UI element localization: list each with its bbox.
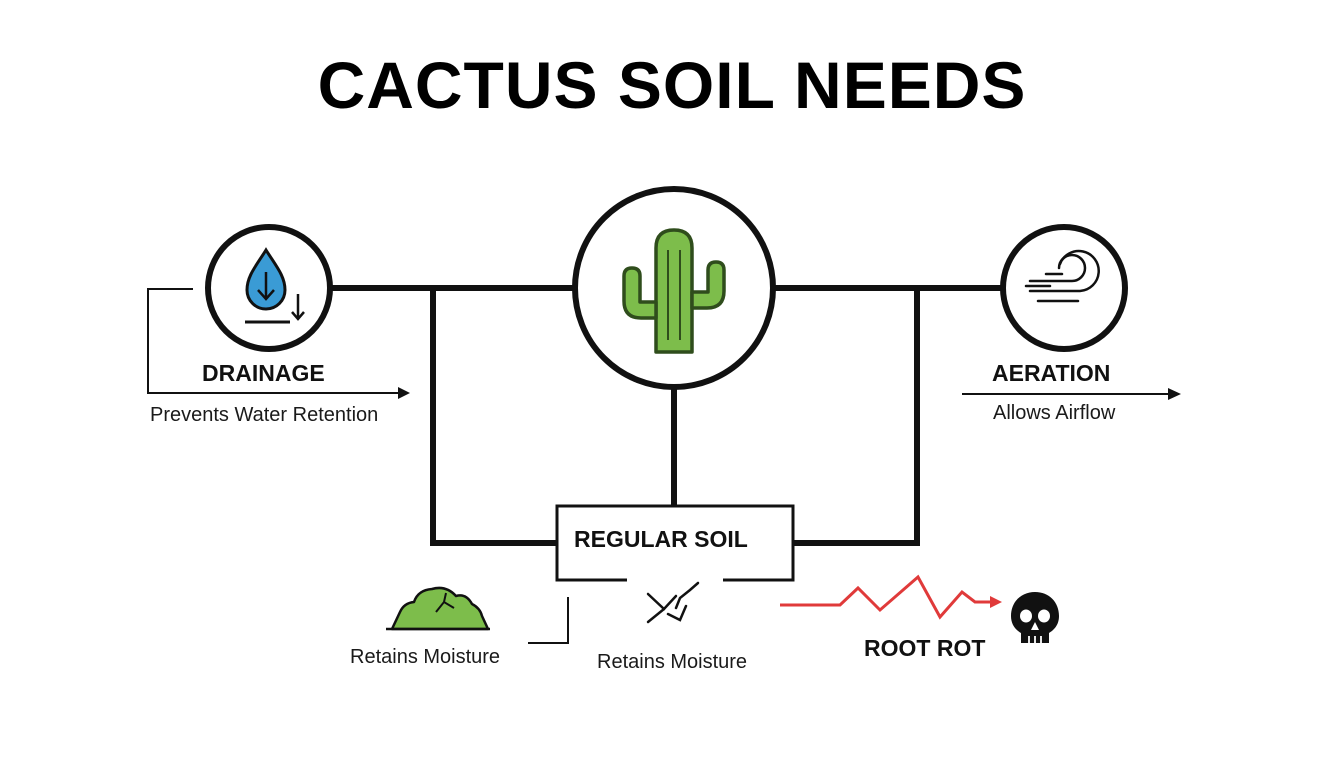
soil-box-outline: [555, 504, 795, 582]
aeration-node: [1000, 224, 1128, 352]
aeration-circle: [1000, 224, 1128, 352]
root-rot-line: [780, 574, 1002, 620]
drainage-arrowhead: [398, 387, 410, 399]
wind-icon: [1024, 249, 1100, 303]
connector-lines: [330, 285, 1004, 546]
moisture-left-label: Retains Moisture: [350, 646, 501, 668]
drainage-label: DRAINAGE: [202, 360, 325, 386]
connector-right-branch: [793, 288, 920, 546]
drainage-arrow: [147, 288, 398, 394]
aeration-arrowhead: [1168, 388, 1181, 400]
aeration-description: Allows Airflow: [993, 402, 1116, 424]
thin-arrows: [147, 288, 1181, 644]
skull-icon: [1011, 592, 1059, 643]
regular-soil-label: REGULAR SOIL: [574, 526, 748, 552]
moisture-center-label: Retains Moisture: [597, 651, 748, 673]
root-rot-label: ROOT ROT: [864, 635, 986, 661]
root-rot-arrowhead: [990, 596, 1002, 608]
moisture-bracket: [528, 597, 569, 644]
drainage-description: Prevents Water Retention: [150, 404, 379, 426]
connector-left-branch: [430, 288, 557, 546]
page-title: CACTUS SOIL NEEDS: [317, 48, 1027, 122]
cactus-icon: [622, 228, 726, 354]
water-drop-icon: [245, 247, 305, 324]
soil-mound-icon: [386, 586, 490, 631]
regular-soil-box: [555, 504, 795, 624]
cracked-soil-icon: [646, 581, 700, 624]
center-node: [572, 186, 776, 390]
drainage-node: [205, 224, 333, 352]
aeration-label: AERATION: [992, 360, 1111, 386]
